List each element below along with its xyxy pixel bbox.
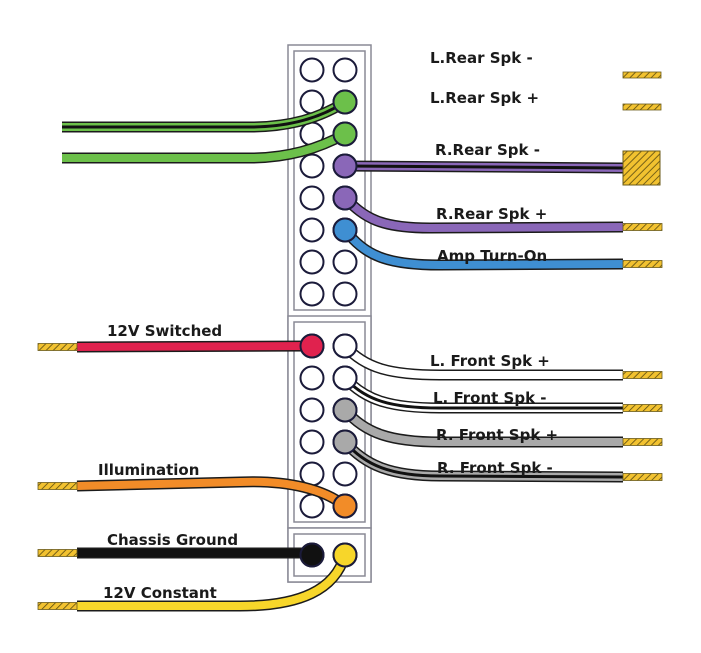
- pin: [299, 429, 325, 455]
- pin: [299, 153, 325, 179]
- label-12v-switched: 12V Switched: [107, 322, 222, 340]
- pin: [332, 461, 358, 487]
- wire-tip-12v-switched: [37, 343, 78, 351]
- pin-r-front-neg: [332, 429, 358, 455]
- pin: [299, 281, 325, 307]
- pin-12v-switched: [299, 333, 325, 359]
- label-l-front-neg: L. Front Spk -: [433, 389, 547, 407]
- wired-pins: [299, 89, 358, 568]
- pin: [299, 365, 325, 391]
- pin-12v-constant: [332, 542, 358, 568]
- pin-r-rear-pos: [332, 185, 358, 211]
- wire-tip-r-rear-neg: [622, 150, 661, 186]
- wire-tip-illumination: [37, 482, 78, 490]
- wire-tip-12v-constant: [37, 602, 78, 610]
- pin: [332, 249, 358, 275]
- wire-tip-l-rear-pos: [622, 103, 662, 111]
- wire-r-rear-neg-stripe: [344, 164, 624, 170]
- label-l-rear-pos: L.Rear Spk +: [430, 89, 539, 107]
- label-r-front-pos: R. Front Spk +: [436, 426, 558, 444]
- label-amp-turn-on: Amp Turn-On: [437, 247, 547, 265]
- pin-green-black: [332, 89, 358, 115]
- label-r-rear-neg: R.Rear Spk -: [435, 141, 540, 159]
- pin: [332, 57, 358, 83]
- pin: [299, 57, 325, 83]
- label-r-rear-pos: R.Rear Spk +: [436, 205, 547, 223]
- pin-r-rear-neg: [332, 153, 358, 179]
- pin: [299, 249, 325, 275]
- pin-amp-turn-on: [332, 217, 358, 243]
- pin-illumination: [332, 493, 358, 519]
- label-chassis-ground: Chassis Ground: [107, 531, 238, 549]
- wire-12v-switched: [76, 342, 313, 351]
- pin: [299, 217, 325, 243]
- label-illumination: Illumination: [98, 461, 199, 479]
- label-l-front-pos: L. Front Spk +: [430, 352, 550, 370]
- pin-r-front-pos: [332, 397, 358, 423]
- pin: [332, 281, 358, 307]
- wire-tip-l-rear-neg: [622, 71, 662, 79]
- label-l-rear-neg: L.Rear Spk -: [430, 49, 533, 67]
- wire-tip-r-rear-pos: [622, 223, 663, 231]
- wire-tip-r-front-neg: [622, 473, 663, 481]
- pin-l-front-neg: [332, 365, 358, 391]
- pin-l-front-pos: [332, 333, 358, 359]
- wire-tip-chassis-ground: [37, 549, 78, 557]
- wire-tip-l-front-neg: [622, 404, 663, 412]
- label-r-front-neg: R. Front Spk -: [437, 459, 553, 477]
- wire-tips: [37, 71, 663, 610]
- wire-tip-amp-turn-on: [622, 260, 663, 268]
- pin-chassis-ground: [299, 542, 325, 568]
- label-12v-constant: 12V Constant: [103, 584, 217, 602]
- wire-tip-r-front-pos: [622, 438, 663, 446]
- wire-tip-l-front-pos: [622, 371, 663, 379]
- pin: [299, 397, 325, 423]
- wire-12v-constant: [77, 553, 349, 610]
- pin-green: [332, 121, 358, 147]
- pin: [299, 185, 325, 211]
